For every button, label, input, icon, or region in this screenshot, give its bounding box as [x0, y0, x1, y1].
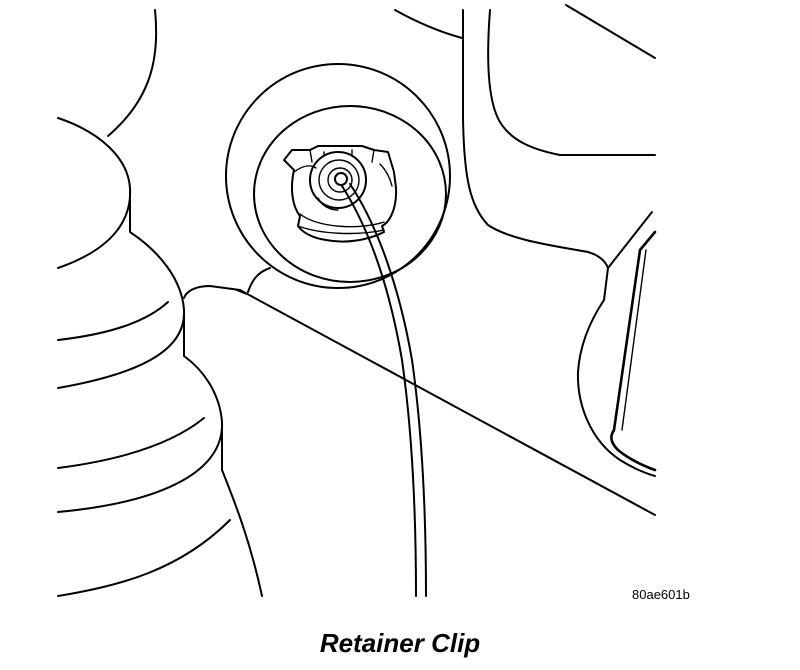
mounting-boss: [225, 63, 451, 289]
mounting-bracket: [183, 267, 656, 516]
retainer-clip: [283, 145, 398, 243]
right-housing-panel: [462, 9, 657, 477]
upper-housing-contours: [107, 4, 656, 137]
left-cylindrical-body: [57, 117, 263, 597]
figure-code-label: 80ae601b: [632, 587, 690, 602]
cable-wire: [341, 183, 427, 597]
figure-caption: Retainer Clip: [319, 628, 481, 658]
